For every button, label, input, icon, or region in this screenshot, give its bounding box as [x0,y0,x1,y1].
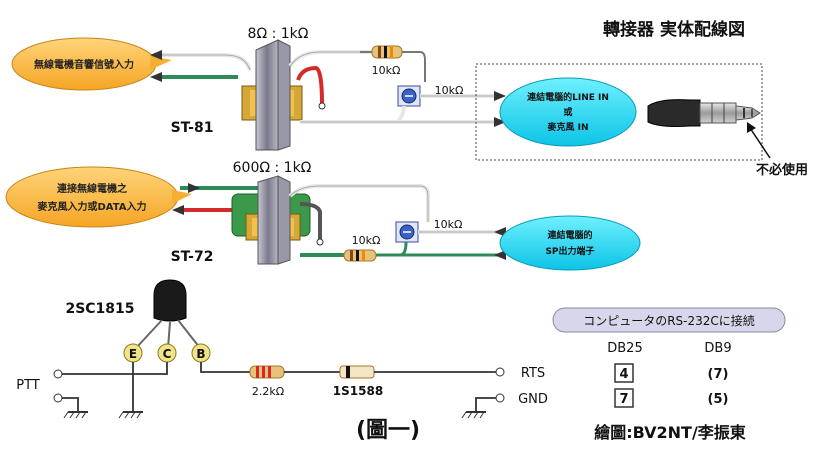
ground-symbol-emitter [118,411,143,419]
st72-resistor [343,249,377,262]
pin-b: B [191,343,211,363]
rts-db25: 4 [619,367,628,382]
diagram-title: 轉接器 実体配線図 [603,19,745,40]
st81-potentiometer [397,85,421,107]
rts-label: RTS [521,366,545,381]
st81-output-line3: 麥克風 IN [546,121,588,133]
ground-symbol-rs232 [461,411,486,419]
pin-e: E [123,343,143,363]
not-needed-label: 不必使用 [756,162,808,178]
figure-caption: (圖一) [356,418,420,443]
st72-potentiometer [395,221,419,243]
st72-pot-value: 10kΩ [434,218,463,231]
st81-resistor-value: 10kΩ [372,64,401,77]
st72-output-line1: 連結電腦的 [547,229,592,241]
pin-c-label: C [163,347,172,361]
st72-transformer [231,175,311,265]
resistor-2k2-value: 2.2kΩ [252,385,284,398]
st81-pot-value: 10kΩ [435,84,464,97]
pin-b-label: B [196,347,205,361]
st72-section: 連接無線電機之 麥克風入力或DATA入力 600Ω : 1kΩ 10kΩ [5,160,641,271]
credit: 繪圖:BV2NT/李振東 [594,423,746,442]
col-db9: DB9 [704,341,731,356]
st72-ratio: 600Ω : 1kΩ [233,160,312,176]
st81-optional-box [475,63,763,161]
st81-input-wire-white [160,53,252,71]
rs232-table: コンピュータのRS-232Cに接続 DB25 DB9 4 (7) 7 (5) [552,307,786,408]
diode-model: 1S1588 [333,384,383,398]
st81-input-bubble: 無線電機音響信號入力 [11,37,172,91]
pin-c: C [157,343,177,363]
ground-symbol-ptt [63,411,88,419]
st72-model: ST-72 [171,249,214,265]
st81-input-label: 無線電機音響信號入力 [34,58,134,71]
diode-1s1588 [339,365,375,379]
not-needed-arrow [749,127,771,159]
gnd-db25: 7 [619,392,628,407]
st81-output-line1: 連結電腦的LINE IN [527,91,609,103]
st72-input-line2: 麥克風入力或DATA入力 [36,200,146,213]
st81-model: ST-81 [171,120,214,136]
pin-e-label: E [129,347,137,361]
st81-ratio: 8Ω : 1kΩ [248,26,309,42]
rts-db9: (7) [708,367,729,382]
st81-output-line2: 或 [563,106,572,118]
st72-output-bubble: 連結電腦的 SP出力端子 [499,215,641,271]
st72-input-line1: 連接無線電機之 [57,182,127,195]
st72-input-bubble: 連接無線電機之 麥克風入力或DATA入力 [5,166,192,228]
st72-resistor-value: 10kΩ [352,234,381,247]
st81-transformer [241,39,303,151]
ptt-label: PTT [16,378,40,393]
gnd-db9: (5) [708,392,729,407]
st81-red-wire [296,65,324,105]
rs232-header: コンピュータのRS-232Cに接続 [583,313,755,328]
ptt-section: 2SC1815 E C B PTT [16,279,548,419]
st81-output-bubble: 連結電腦的LINE IN 或 麥克風 IN [499,77,637,147]
st72-output-line2: SP出力端子 [545,245,594,257]
gnd-label: GND [518,392,548,407]
resistor-2k2 [249,365,285,379]
transistor-model: 2SC1815 [65,301,134,317]
transistor-icon [135,279,201,349]
st81-resistor [360,45,426,82]
audio-plug [647,99,761,127]
rs232-header-pill [552,307,786,333]
st81-section: 無線電機音響信號入力 8Ω : 1kΩ [11,26,808,178]
col-db25: DB25 [607,341,642,356]
